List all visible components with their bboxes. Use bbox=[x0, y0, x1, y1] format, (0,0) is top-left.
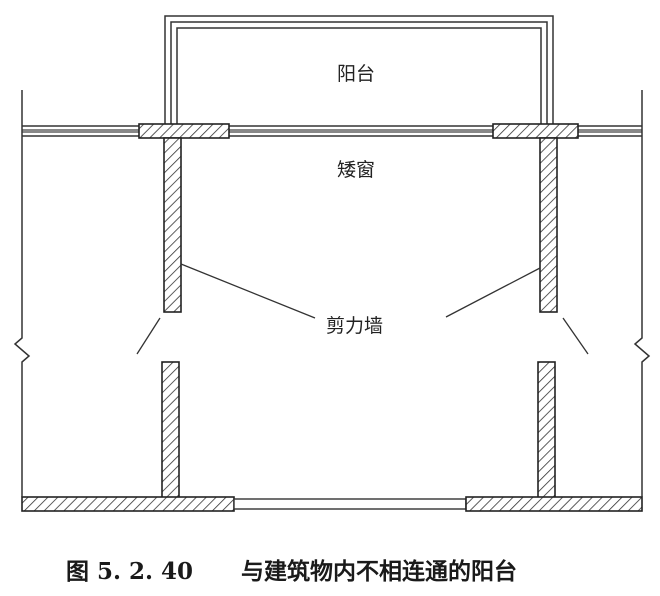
low-window-label: 矮窗 bbox=[337, 159, 375, 181]
figure-title: 与建筑物内不相连通的阳台 bbox=[241, 558, 517, 585]
balcony-label: 阳台 bbox=[337, 63, 375, 85]
figure-number: 图 5. 2. 40 bbox=[66, 558, 193, 585]
shear-wall-label: 剪力墙 bbox=[326, 315, 383, 337]
balcony-outline bbox=[164, 15, 554, 126]
shear-wall-lower-right bbox=[537, 361, 556, 499]
bottom-wall bbox=[21, 496, 643, 512]
right-side-wall bbox=[633, 90, 651, 497]
shear-wall-lower-left bbox=[161, 361, 180, 499]
left-side-wall bbox=[13, 90, 31, 497]
shear-wall-upper-right bbox=[539, 137, 558, 313]
upper-left-wall-stub bbox=[138, 123, 230, 139]
upper-right-wall-stub bbox=[492, 123, 579, 139]
shear-wall-upper-left bbox=[163, 137, 182, 313]
leader-lines bbox=[136, 263, 589, 355]
